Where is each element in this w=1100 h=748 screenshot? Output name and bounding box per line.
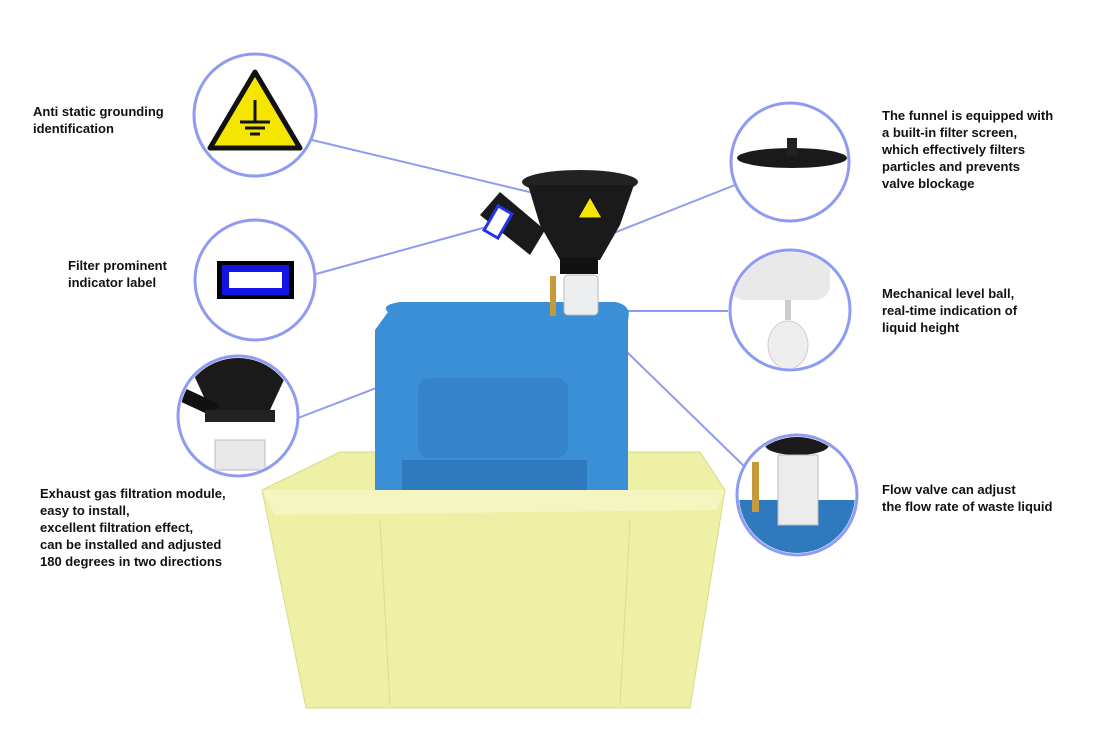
- callout-level-ball: Mechanical level ball, real-time indicat…: [882, 286, 1018, 335]
- callout-flow-valve: Flow valve can adjust the flow rate of w…: [882, 482, 1053, 514]
- flow-valve: [550, 274, 599, 316]
- leader-funnel: [595, 184, 736, 241]
- callout-funnel: The funnel is equipped with a built-in f…: [882, 108, 1054, 191]
- grounding-warning-icon: [207, 69, 303, 151]
- indicator-label-icon: [217, 261, 294, 299]
- callout-exhaust: Exhaust gas filtration module, easy to i…: [40, 486, 226, 569]
- waste-container: [375, 302, 629, 490]
- callout-grounding: Anti static grounding identification: [33, 104, 164, 136]
- funnel: [480, 170, 638, 274]
- callout-indicator: Filter prominent indicator label: [68, 258, 167, 290]
- exhaust-module-icon: [180, 358, 295, 471]
- spill-tray: [261, 451, 726, 709]
- leader-indicator: [315, 225, 491, 275]
- filter-screen-icon: [737, 138, 847, 168]
